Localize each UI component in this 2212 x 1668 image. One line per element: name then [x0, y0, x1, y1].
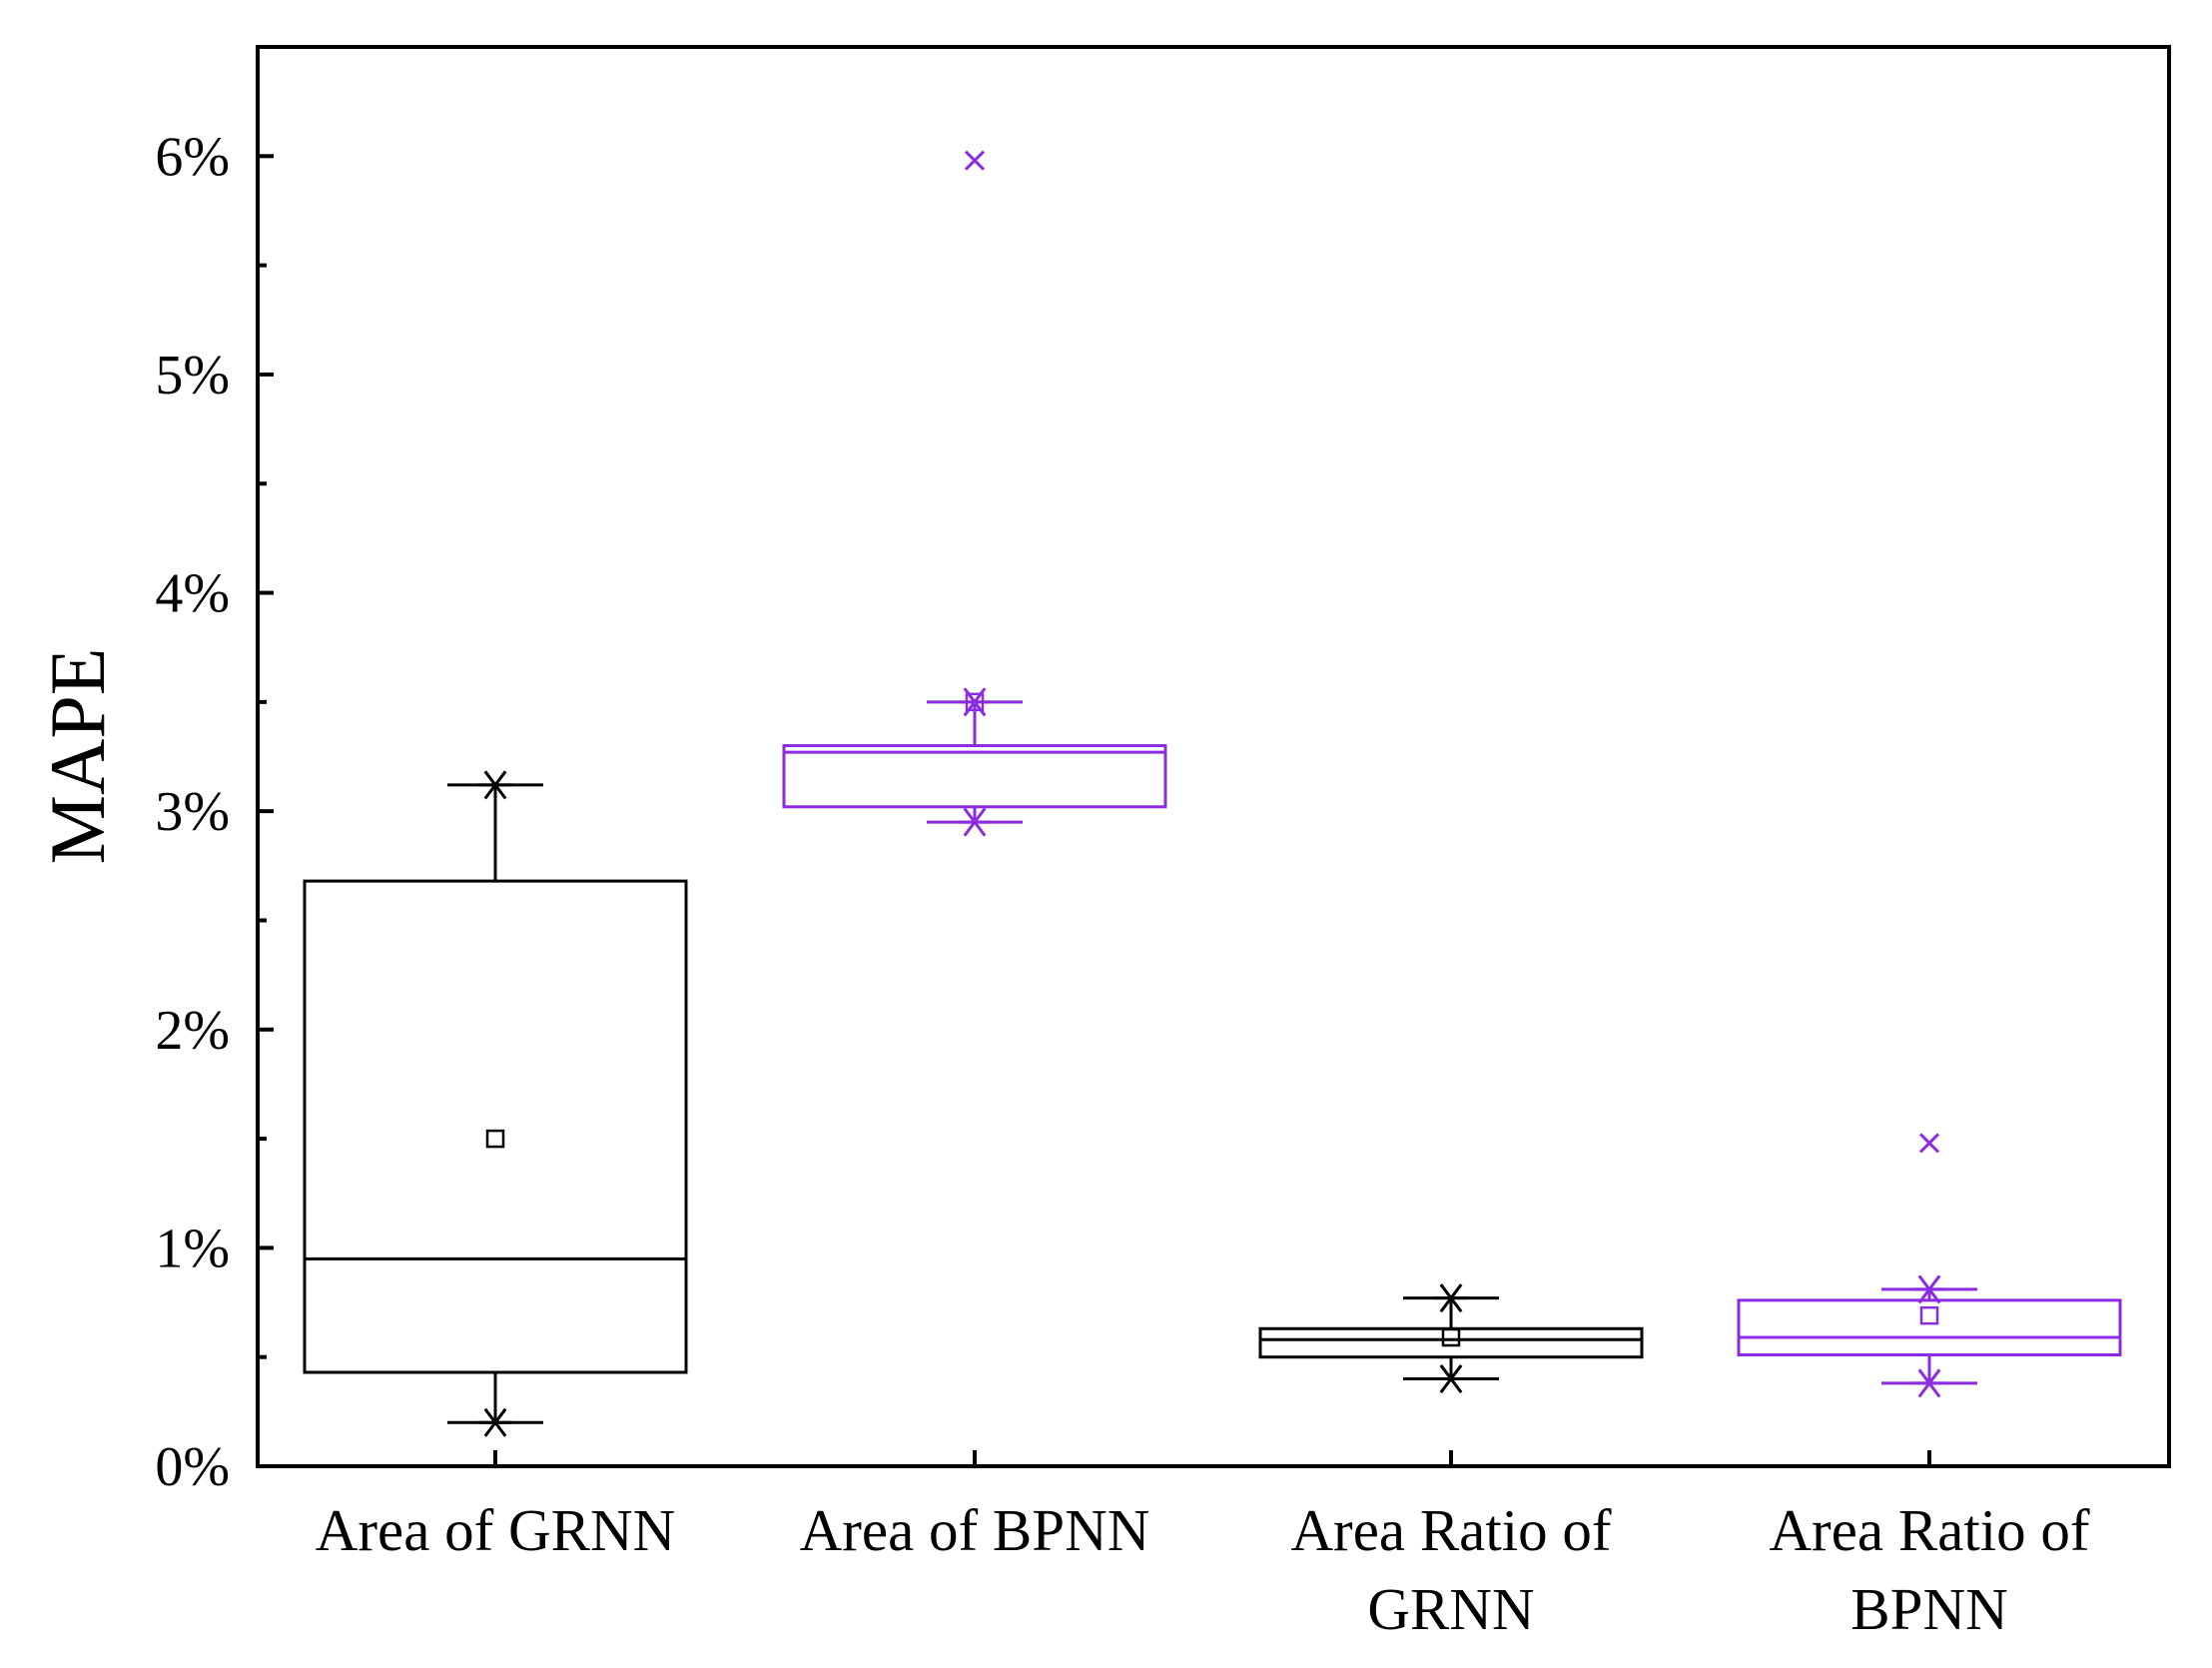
marker-d2 [963, 807, 987, 837]
y-tick-label: 5% [155, 345, 230, 407]
y-tick-label: 2% [155, 1000, 230, 1062]
mean-marker [1919, 1305, 1939, 1325]
x-category-label-line: Area Ratio of [1290, 1497, 1611, 1563]
y-tick-label: 4% [155, 563, 230, 625]
box-group [1737, 1133, 2122, 1398]
marker-d2 [964, 150, 986, 171]
x-category-label: Area Ratio of BPNN [1769, 1497, 2089, 1642]
y-tick-label: 3% [155, 781, 230, 843]
marker-d2 [483, 1407, 507, 1437]
x-category-label-line: Area Ratio of [1769, 1497, 2089, 1563]
outlier-marker [1918, 1133, 1940, 1154]
marker-d2 [1917, 1368, 1941, 1398]
mean-marker [485, 1129, 505, 1149]
min-marker [478, 1407, 512, 1437]
marker-d2 [1918, 1133, 1940, 1154]
x-category-label-line: BPNN [1850, 1576, 2007, 1642]
marker-d2 [1917, 1274, 1941, 1304]
min-marker [958, 807, 992, 837]
min-marker [1912, 1368, 1946, 1398]
marker-d2 [483, 770, 507, 800]
x-category-label: Area Ratio of GRNN [1290, 1497, 1611, 1642]
x-category-label: Area of BPNN [800, 1497, 1150, 1563]
box-group [303, 770, 688, 1437]
box-group [1258, 1283, 1644, 1394]
marker-d2 [1439, 1283, 1463, 1313]
box-group [782, 150, 1167, 837]
y-axis: 0% 1% 2% 3% 4% 5% 6% [155, 45, 274, 1498]
y-axis-title: MAPE [34, 648, 121, 865]
min-marker [1434, 1364, 1468, 1394]
mean-marker [1441, 1327, 1461, 1347]
x-category-label-line: Area of BPNN [800, 1497, 1150, 1563]
x-axis: Area of GRNN Area of BPNN Area Ratio of GRN… [316, 1450, 2090, 1642]
max-marker [1434, 1283, 1468, 1313]
plot-frame [256, 45, 2171, 1468]
mean-marker [965, 692, 985, 712]
y-tick-label: 6% [155, 126, 230, 188]
max-marker [478, 770, 512, 800]
x-category-label-line: GRNN [1367, 1576, 1534, 1642]
marker-d2 [1439, 1364, 1463, 1394]
box [782, 744, 1167, 809]
plot-area [303, 150, 2122, 1437]
box [303, 879, 688, 1374]
y-tick-label: 0% [155, 1436, 230, 1498]
x-category-label-line: Area of GRNN [316, 1497, 675, 1563]
outlier-marker [964, 150, 986, 171]
x-category-label: Area of GRNN [316, 1497, 675, 1563]
box [1258, 1326, 1644, 1359]
max-marker [1912, 1274, 1946, 1304]
y-tick-label: 1% [155, 1218, 230, 1279]
box [1737, 1298, 2122, 1357]
